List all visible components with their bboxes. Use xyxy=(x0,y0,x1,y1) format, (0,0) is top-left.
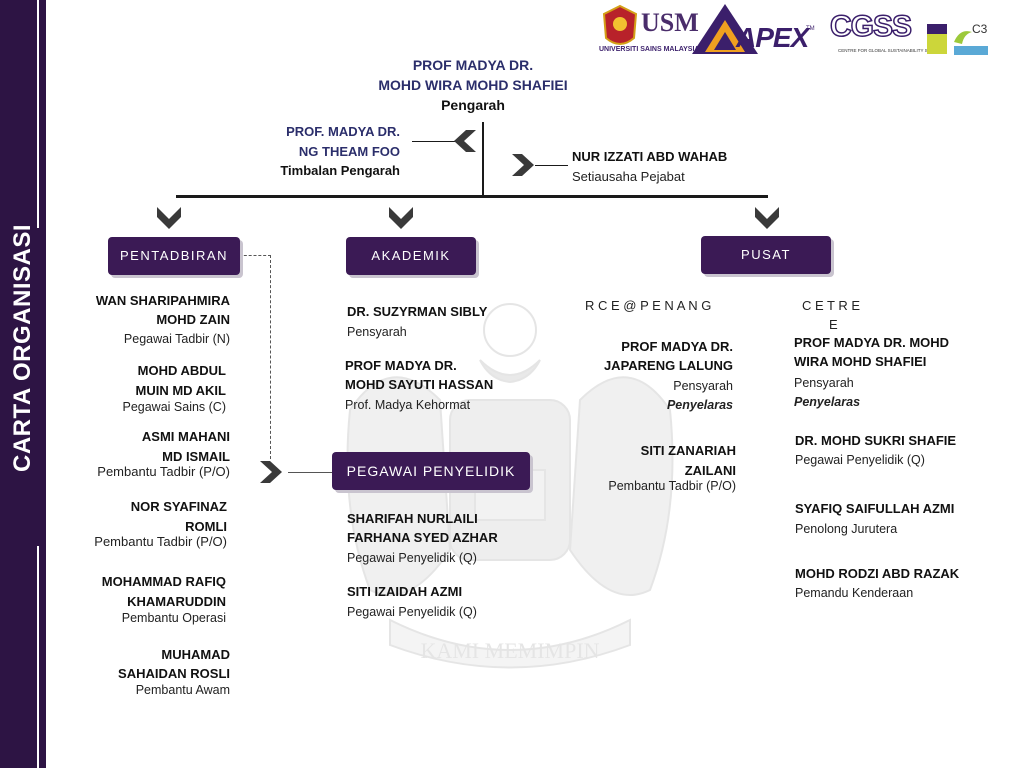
pentadbiran-staff-4-line1: NOR SYAFINAZ xyxy=(130,499,227,514)
cetre-heading-line1: C E T R E xyxy=(802,298,861,313)
chevron-right-icon xyxy=(260,461,282,483)
apex-logo-text: APEX xyxy=(736,22,809,53)
dashed-connector-horizontal xyxy=(239,255,271,256)
pentadbiran-staff-3-line2: MD ISMAIL xyxy=(162,449,230,464)
rce-mini-logo-band xyxy=(927,24,947,34)
pentadbiran-box: PENTADBIRAN xyxy=(108,237,240,275)
rce-staff-1-role: Pensyarah xyxy=(673,379,733,393)
penyelidik-connector-line xyxy=(288,472,332,473)
pentadbiran-staff-6-line2: SAHAIDAN ROSLI xyxy=(118,666,230,681)
usm-logo-text: USM xyxy=(641,8,699,37)
chevron-down-icon xyxy=(389,207,413,229)
usm-logo-caption: UNIVERSITI SAINS MALAYSIA xyxy=(599,46,700,53)
secretary-connector-line xyxy=(535,165,568,166)
director-name-line2: MOHD WIRA MOHD SHAFIEI xyxy=(378,77,568,93)
cetre-logo-icon xyxy=(954,31,988,55)
sidebar-divider-bottom xyxy=(37,546,39,768)
pentadbiran-staff-6-line1: MUHAMAD xyxy=(161,647,230,662)
pentadbiran-staff-3-line1: ASMI MAHANI xyxy=(141,429,230,444)
deputy-role: Timbalan Pengarah xyxy=(280,163,400,178)
main-trunk-line xyxy=(482,122,484,196)
penyelidik-staff-1-line2: FARHANA SYED AZHAR xyxy=(347,530,498,545)
rce-staff-2-line2: ZAILANI xyxy=(684,463,736,478)
secretary-role: Setiausaha Pejabat xyxy=(572,169,685,184)
dashed-connector-vertical xyxy=(270,255,271,459)
director-name-line1: PROF MADYA DR. xyxy=(412,57,534,73)
penyelidik-staff-1-role: Pegawai Penyelidik (Q) xyxy=(347,551,477,565)
chevron-left-icon xyxy=(454,130,476,152)
usm-crest-logo-icon xyxy=(602,4,638,45)
cetre-staff-4-role: Pemandu Kenderaan xyxy=(795,586,914,600)
akademik-staff-2-role: Prof. Madya Kehormat xyxy=(345,398,471,412)
pentadbiran-staff-4-role: Pembantu Tadbir (P/O) xyxy=(94,534,227,549)
cetre-staff-2-name: DR. MOHD SUKRI SHAFIE xyxy=(795,433,957,448)
pusat-box: PUSAT xyxy=(701,236,831,274)
deputy-connector-line xyxy=(412,141,456,142)
cetre-staff-2-role: Pegawai Penyelidik (Q) xyxy=(795,453,925,467)
cetre-staff-1-line2: WIRA MOHD SHAFIEI xyxy=(794,354,927,369)
cetre-heading-line2: E xyxy=(829,317,838,332)
penyelidik-staff-2-role: Pegawai Penyelidik (Q) xyxy=(347,605,477,619)
cetre-staff-1-role2: Penyelaras xyxy=(794,395,861,409)
apex-triangle-icon xyxy=(692,4,758,54)
pentadbiran-staff-2-line1: MOHD ABDUL xyxy=(137,363,226,378)
chevron-down-icon xyxy=(755,207,779,229)
deputy-name-line2: NG THEAM FOO xyxy=(298,144,400,159)
akademik-staff-1-role: Pensyarah xyxy=(347,325,407,339)
pentadbiran-staff-1-line2: MOHD ZAIN xyxy=(156,312,230,327)
pentadbiran-staff-4-line2: ROMLI xyxy=(185,519,227,534)
cetre-staff-4-name: MOHD RODZI ABD RAZAK xyxy=(795,566,960,581)
rce-heading: R C E @ P E N A N G xyxy=(585,298,712,313)
akademik-box: AKADEMIK xyxy=(346,237,476,275)
akademik-staff-2-line2: MOHD SAYUTI HASSAN xyxy=(345,377,494,392)
penyelidik-staff-1-line1: SHARIFAH NURLAILI xyxy=(347,511,478,526)
chevron-down-icon xyxy=(157,207,181,229)
pegawai-penyelidik-box: PEGAWAI PENYELIDIK xyxy=(332,452,530,490)
sidebar-title: CARTA ORGANISASI xyxy=(9,224,36,472)
cetre-staff-3-name: SYAFIQ SAIFULLAH AZMI xyxy=(795,501,955,516)
horizontal-branch-line xyxy=(176,195,768,198)
pentadbiran-staff-3-role: Pembantu Tadbir (P/O) xyxy=(97,464,230,479)
akademik-staff-1-name: DR. SUZYRMAN SIBLY xyxy=(347,304,488,319)
pentadbiran-staff-5-role: Pembantu Operasi xyxy=(121,611,226,625)
chevron-right-icon xyxy=(512,154,534,176)
pentadbiran-staff-2-role: Pegawai Sains (C) xyxy=(122,400,226,414)
cetre-staff-1-role: Pensyarah xyxy=(794,376,854,390)
pentadbiran-staff-1-line1: WAN SHARIPAHMIRA xyxy=(95,293,230,308)
pentadbiran-staff-1-role: Pegawai Tadbir (N) xyxy=(123,332,230,346)
c3-logo-text: C3 xyxy=(972,22,988,36)
sidebar-divider-top xyxy=(37,0,39,228)
director-role: Pengarah xyxy=(441,97,505,113)
rce-staff-1-line2: JAPARENG LALUNG xyxy=(603,358,733,373)
rce-staff-1-line1: PROF MADYA DR. xyxy=(621,339,733,354)
akademik-staff-2-line1: PROF MADYA DR. xyxy=(345,358,457,373)
watermark-motto: KAMI MEMIMPIN xyxy=(420,638,599,663)
rce-staff-2-line1: SITI ZANARIAH xyxy=(640,443,736,458)
pentadbiran-staff-6-role: Pembantu Awam xyxy=(135,683,230,697)
apex-tm-mark: TM xyxy=(806,26,815,32)
penyelidik-staff-2-name: SITI IZAIDAH AZMI xyxy=(347,584,463,599)
rce-staff-1-role2: Penyelaras xyxy=(666,398,733,412)
pentadbiran-staff-5-line1: MOHAMMAD RAFIQ xyxy=(101,574,226,589)
rce-staff-2-role: Pembantu Tadbir (P/O) xyxy=(608,479,736,493)
secretary-name: NUR IZZATI ABD WAHAB xyxy=(572,149,728,164)
cgss-logo-caption: CENTRE FOR GLOBAL SUSTAINABILITY STUDIES xyxy=(838,48,945,53)
pentadbiran-staff-5-line2: KHAMARUDDIN xyxy=(127,594,226,609)
pentadbiran-staff-2-line2: MUIN MD AKIL xyxy=(135,383,226,398)
cetre-staff-3-role: Penolong Jurutera xyxy=(795,522,898,536)
cgss-logo-text: CGSS xyxy=(829,9,913,44)
cetre-staff-1-line1: PROF MADYA DR. MOHD xyxy=(794,335,950,350)
deputy-name-line1: PROF. MADYA DR. xyxy=(286,124,400,139)
